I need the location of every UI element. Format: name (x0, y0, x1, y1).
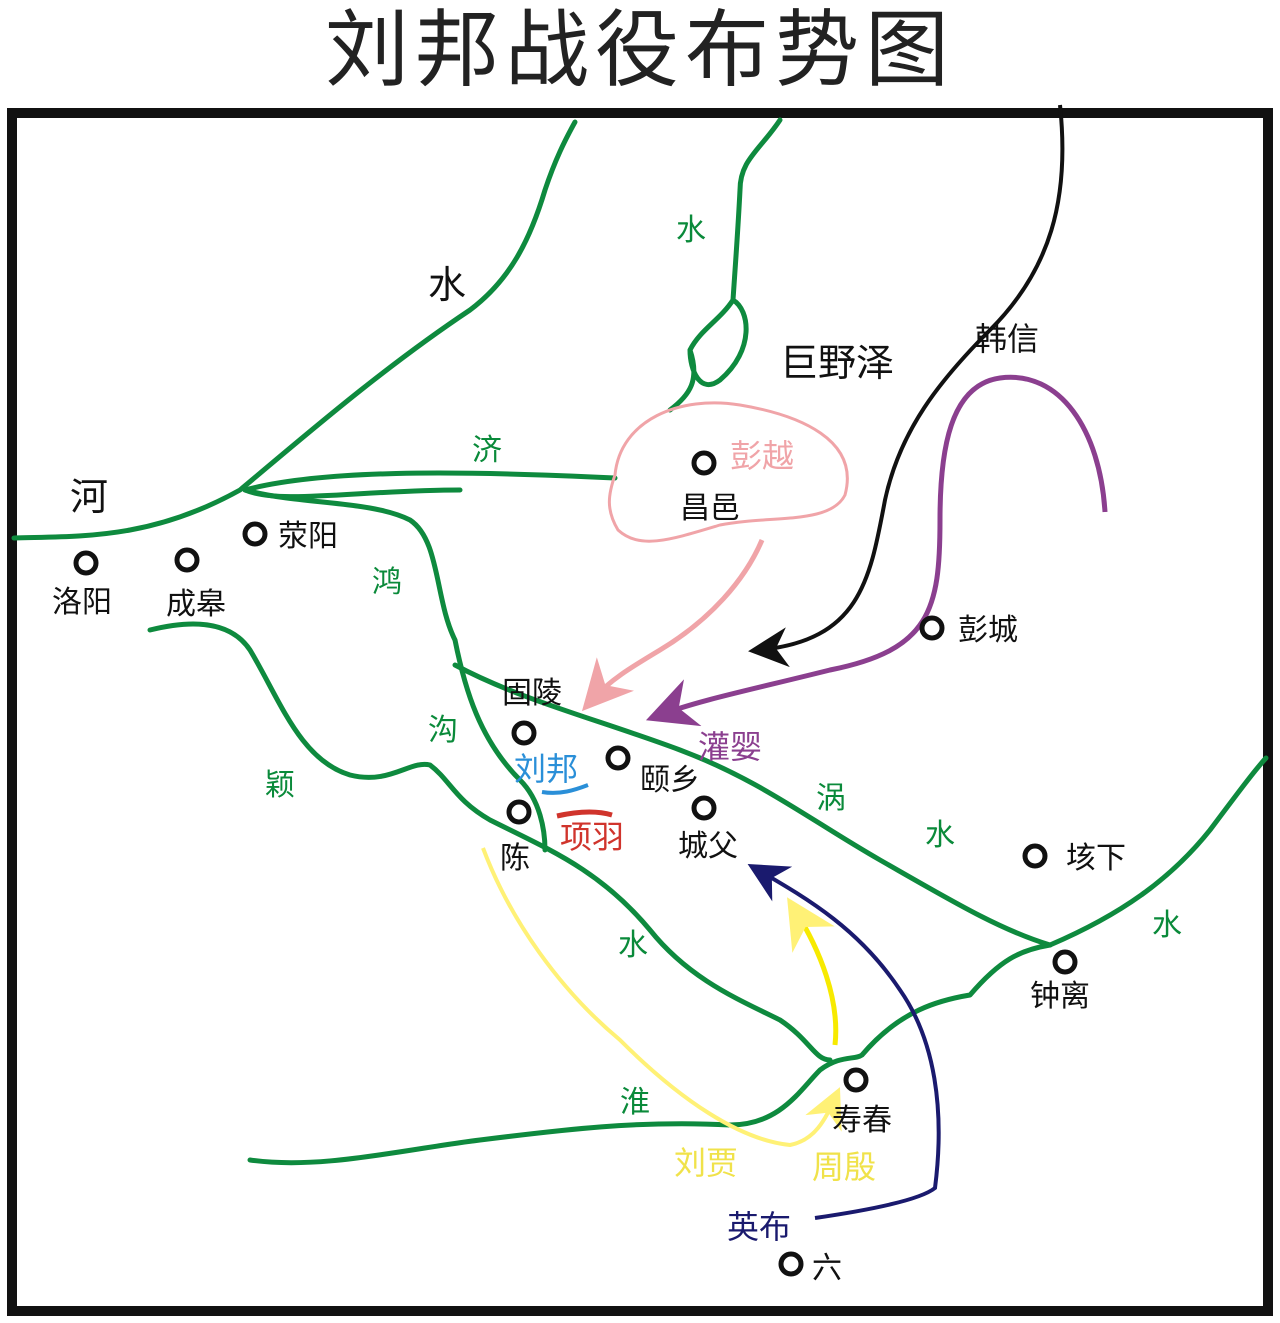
hanxin-route (748, 104, 1065, 668)
city-label-chenggao: 成皋 (166, 587, 226, 622)
water-label-shui-upper: 水 (676, 213, 706, 248)
city-label-luoyang: 洛阳 (52, 585, 112, 620)
water-label-shui-guo: 水 (925, 818, 955, 853)
water-label-gou: 沟 (428, 713, 458, 748)
city-marker-gaixia (1022, 843, 1048, 869)
pengyue-route (581, 539, 765, 712)
pengyue-area (607, 401, 849, 543)
water-label-he: 河 (70, 475, 108, 519)
hong-gou-river (242, 487, 548, 853)
army-label-zhouyin: 周殷 (812, 1148, 876, 1186)
city-label-liu: 六 (812, 1251, 842, 1286)
city-label-changyi: 昌邑 (680, 491, 740, 526)
city-marker-zhongli (1052, 949, 1078, 975)
city-marker-chenggao (174, 547, 200, 573)
huai-river-east (1047, 755, 1269, 948)
city-label-guling: 固陵 (502, 676, 562, 711)
army-label-yingbu: 英布 (727, 1208, 791, 1246)
liubang-underline (541, 783, 589, 795)
city-marker-changyi (691, 450, 717, 476)
water-label-shui-north: 水 (428, 263, 466, 307)
water-label-shui-huai: 水 (1152, 908, 1182, 943)
army-label-guanying: 灌婴 (698, 728, 762, 766)
water-label-huai: 淮 (620, 1085, 650, 1120)
ying-river (147, 621, 833, 1063)
northern-river (667, 117, 783, 413)
army-label-xiangyu: 项羽 (560, 818, 624, 856)
city-marker-chen (506, 799, 532, 825)
city-marker-luoyang (73, 550, 99, 576)
water-label-juyeze: 巨野泽 (780, 341, 894, 385)
city-label-zhongli: 钟离 (1030, 979, 1090, 1014)
guanying-route (645, 374, 1108, 727)
city-label-yixiang: 颐乡 (640, 763, 700, 798)
city-marker-shouchun (843, 1067, 869, 1093)
water-label-ji: 济 (472, 433, 502, 468)
xiangyu-overline (556, 809, 613, 819)
cities: 洛阳 成皋 荥阳 昌邑 彭城 固陵 颐乡 陈 城父 垓下 钟离 寿春 六 (52, 450, 1126, 1286)
army-label-pengyue: 彭越 (730, 437, 794, 475)
map-title: 刘邦战役布势图 (324, 1, 955, 99)
city-label-chengfu: 城父 (678, 829, 738, 864)
army-movements (481, 104, 1108, 1220)
city-marker-liu (778, 1251, 804, 1277)
guo-river (452, 662, 1053, 948)
water-label-shui-ying: 水 (618, 928, 648, 963)
city-label-chen: 陈 (500, 841, 530, 876)
zhouyin-route (787, 897, 839, 1046)
city-marker-guling (511, 720, 537, 746)
city-label-xingyang: 荥阳 (278, 519, 338, 554)
city-label-pengcheng: 彭城 (958, 613, 1018, 648)
water-label-ying: 颖 (265, 768, 295, 803)
army-label-liubang: 刘邦 (514, 750, 578, 788)
city-label-shouchun: 寿春 (832, 1103, 892, 1138)
rivers (11, 117, 1269, 1166)
huai-river (247, 942, 1053, 1166)
city-marker-xingyang (242, 521, 268, 547)
army-label-hanxin: 韩信 (975, 320, 1039, 358)
liujia-route (481, 847, 842, 1148)
city-label-gaixia: 垓下 (1066, 841, 1126, 876)
city-marker-yixiang (605, 745, 631, 771)
yellow-river (11, 119, 578, 541)
city-marker-pengcheng (919, 615, 945, 641)
map-frame (7, 108, 1273, 1316)
water-label-guo: 涡 (816, 781, 846, 816)
water-label-hong: 鸿 (372, 565, 402, 600)
army-label-liujia: 刘贾 (674, 1144, 738, 1182)
city-marker-chengfu (691, 795, 717, 821)
